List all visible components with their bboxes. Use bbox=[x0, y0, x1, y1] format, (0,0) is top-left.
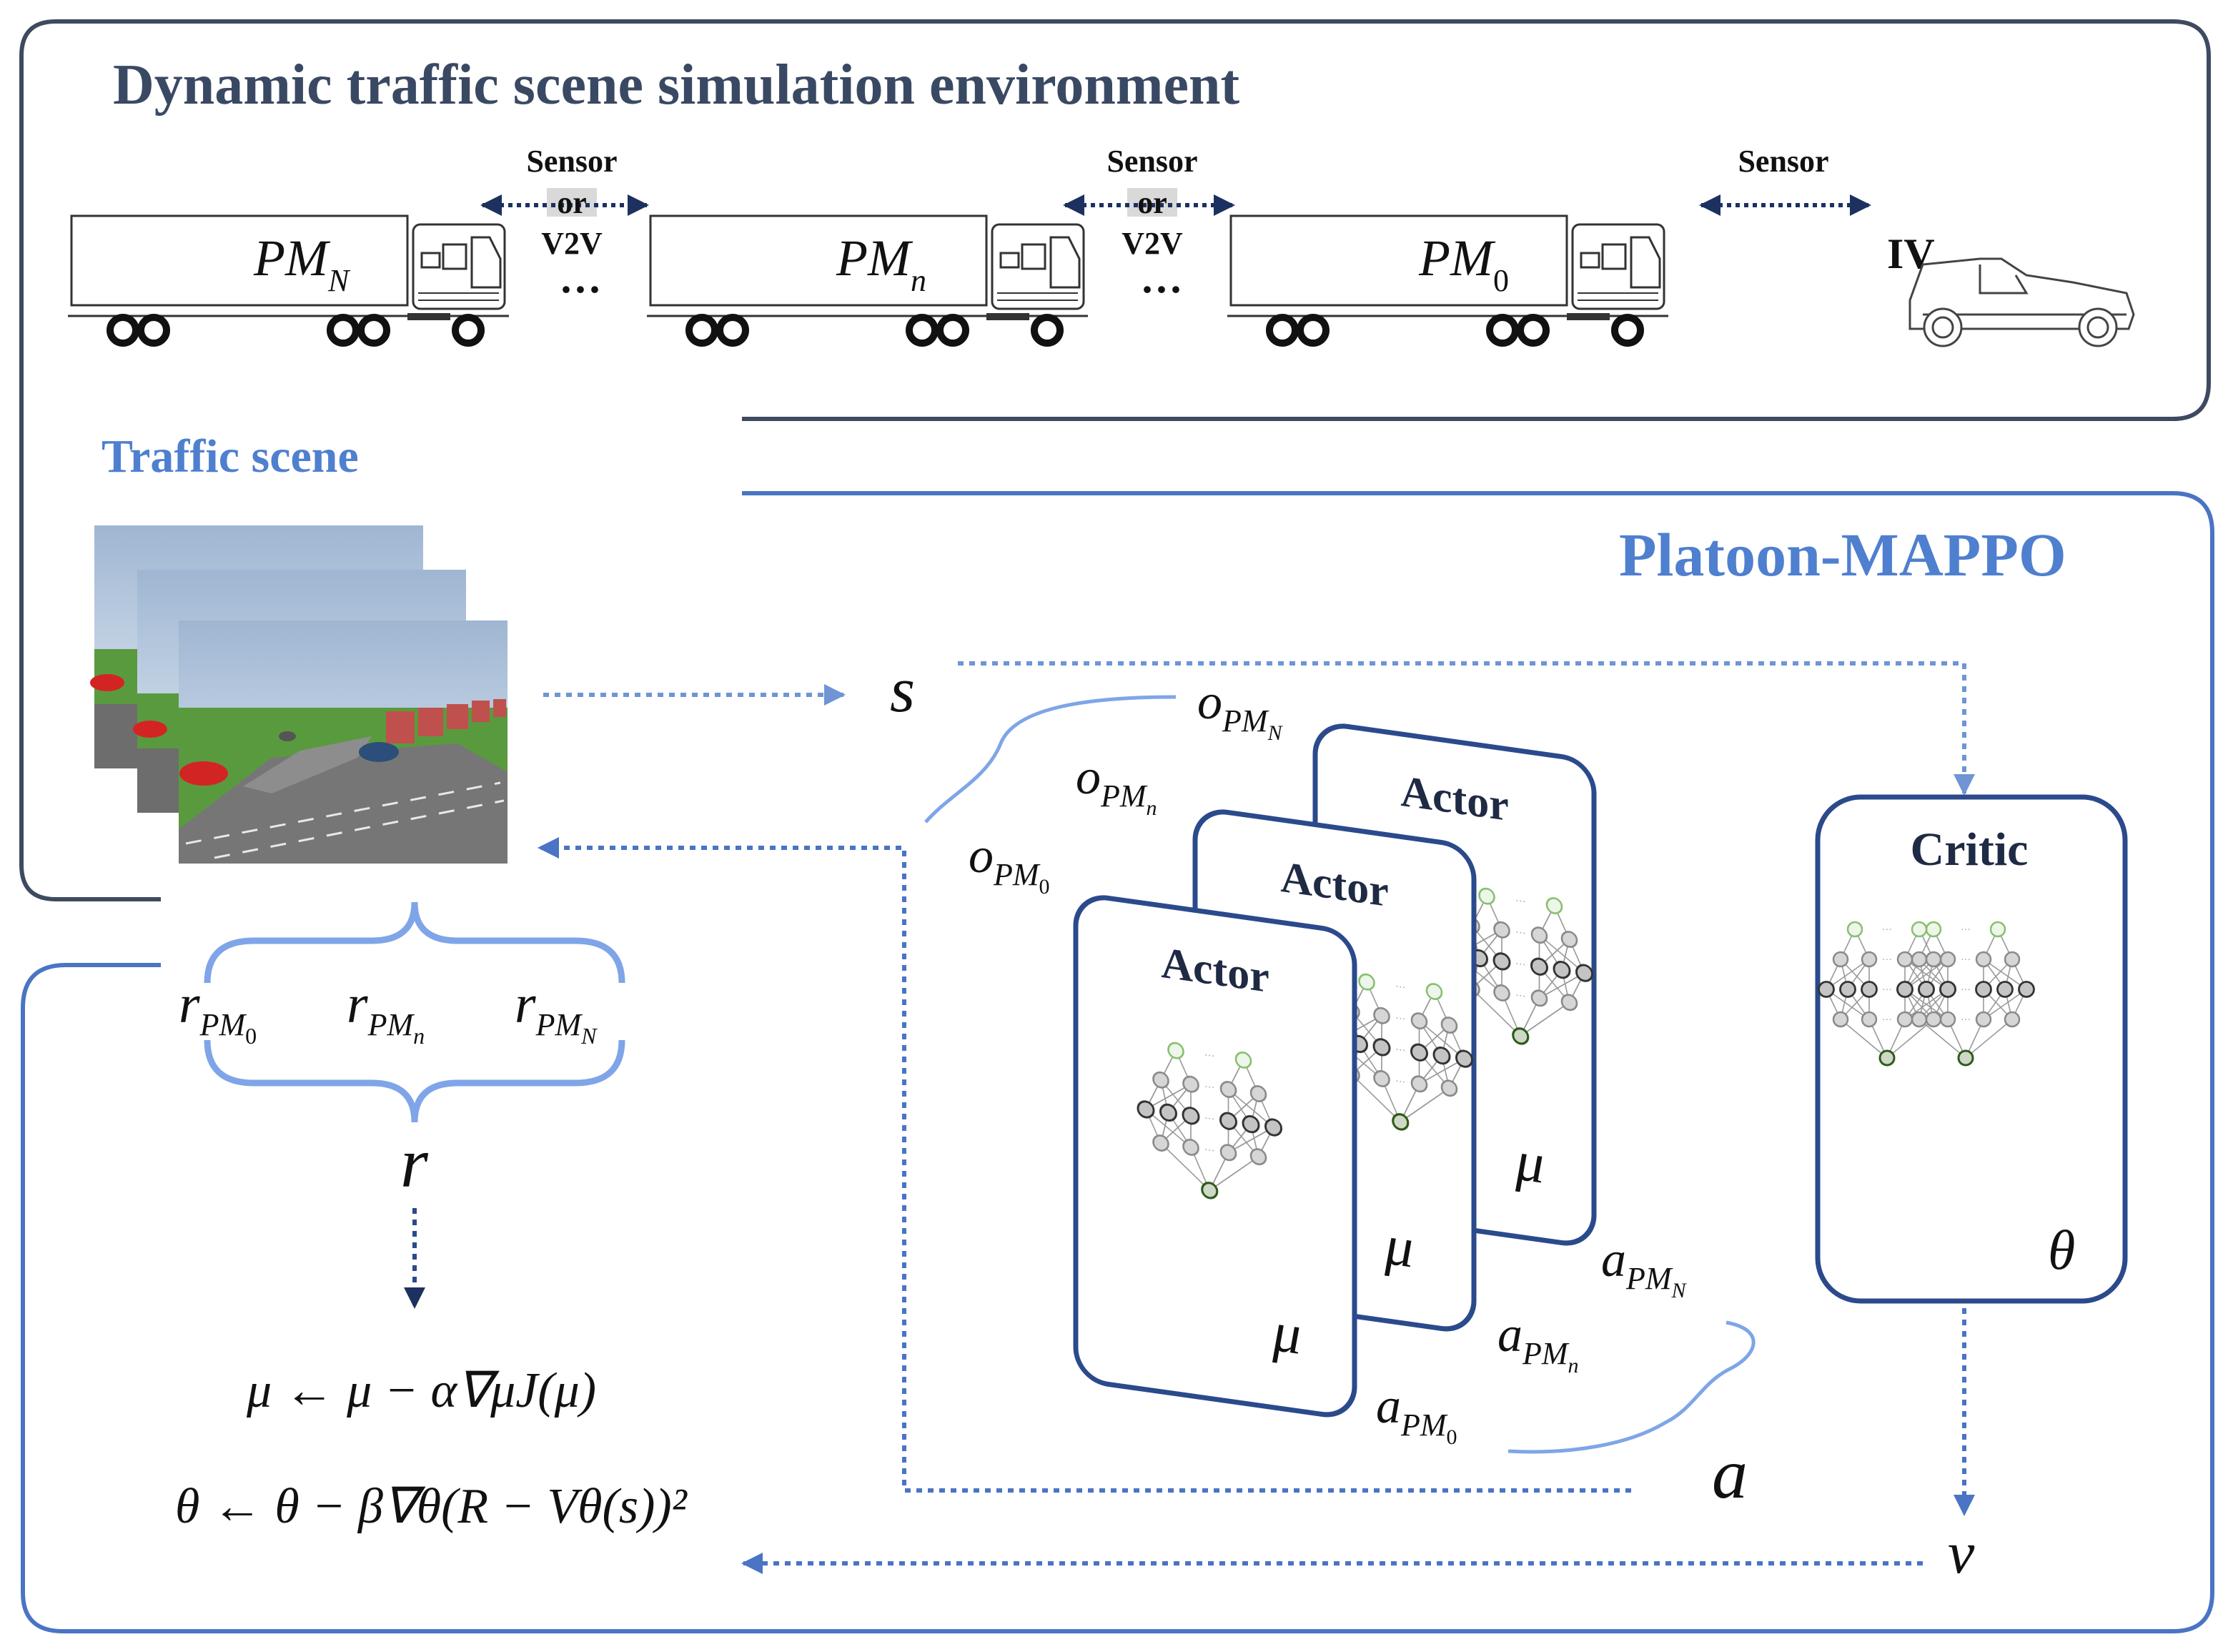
scene-frame-front bbox=[179, 620, 508, 864]
svg-text:θ: θ bbox=[2048, 1219, 2075, 1281]
action-label-pm-n: aPMn bbox=[1497, 1307, 1579, 1378]
reward-label-pm-n: rPMn bbox=[347, 974, 425, 1049]
svg-text:Sensor: Sensor bbox=[1106, 144, 1197, 179]
critic-update-rule: θ ← θ − β∇θ(R − Vθ(s))² bbox=[175, 1479, 688, 1534]
truck-label-pm-n: PMn bbox=[836, 229, 926, 298]
critic-card: Critic θ bbox=[1815, 794, 2128, 1304]
obs-label-pm-N: oPMN bbox=[1197, 675, 1284, 745]
truck-label-pm-0: PM0 bbox=[1418, 229, 1509, 298]
action-label-pm-0: aPM0 bbox=[1376, 1379, 1457, 1449]
state-label: s bbox=[890, 655, 915, 726]
link-sensor-v2v-1: Sensor or V2V ··· bbox=[480, 144, 649, 313]
action-label-pm-N: aPMN bbox=[1601, 1232, 1688, 1302]
traffic-scene-frames bbox=[90, 525, 508, 864]
svg-text:V2V: V2V bbox=[541, 226, 603, 261]
svg-text:Sensor: Sensor bbox=[1738, 144, 1828, 179]
svg-text:Sensor: Sensor bbox=[526, 144, 617, 179]
value-label: v bbox=[1948, 1520, 1975, 1586]
svg-text:μ: μ bbox=[1272, 1300, 1301, 1367]
obs-label-pm-n: oPMn bbox=[1076, 750, 1157, 820]
svg-text:or: or bbox=[1137, 185, 1167, 220]
svg-text:···: ··· bbox=[1140, 266, 1183, 313]
environment-title: Dynamic traffic scene simulation environ… bbox=[113, 54, 1239, 117]
actor-update-rule: μ ← μ − α∇μJ(μ) bbox=[246, 1363, 596, 1418]
arrow-state-to-critic bbox=[958, 661, 1975, 796]
algorithm-frame bbox=[21, 491, 2214, 1633]
link-sensor-iv: Sensor bbox=[1699, 144, 1871, 216]
svg-text:···: ··· bbox=[559, 266, 602, 313]
action-brace bbox=[1507, 1320, 1756, 1454]
traffic-scene-title: Traffic scene bbox=[102, 430, 359, 483]
reward-label-pm-0: rPM0 bbox=[179, 974, 257, 1049]
iv-vehicle-icon bbox=[1908, 257, 2135, 347]
svg-text:Critic: Critic bbox=[1911, 823, 2029, 876]
action-label: a bbox=[1712, 1434, 1748, 1513]
reward-brace-top bbox=[204, 901, 625, 984]
svg-text:μ: μ bbox=[1384, 1212, 1413, 1280]
reward-brace-bottom bbox=[204, 1039, 625, 1123]
iv-label: IV bbox=[1887, 230, 1935, 277]
total-reward-label: r bbox=[400, 1123, 429, 1202]
link-sensor-v2v-2: Sensor or V2V ··· bbox=[1063, 144, 1235, 313]
actor-card-pm-0: Actor μ bbox=[1073, 895, 1357, 1418]
truck-label-pm-N: PMN bbox=[253, 229, 351, 298]
svg-text:V2V: V2V bbox=[1122, 226, 1183, 261]
observation-brace bbox=[924, 695, 1177, 823]
algorithm-title: Platoon-MAPPO bbox=[1619, 520, 2066, 589]
svg-text:μ: μ bbox=[1515, 1129, 1544, 1196]
svg-text:or: or bbox=[557, 185, 587, 220]
environment-frame bbox=[19, 19, 2211, 901]
obs-label-pm-0: oPM0 bbox=[969, 829, 1050, 899]
reward-label-pm-N: rPMN bbox=[515, 974, 598, 1049]
